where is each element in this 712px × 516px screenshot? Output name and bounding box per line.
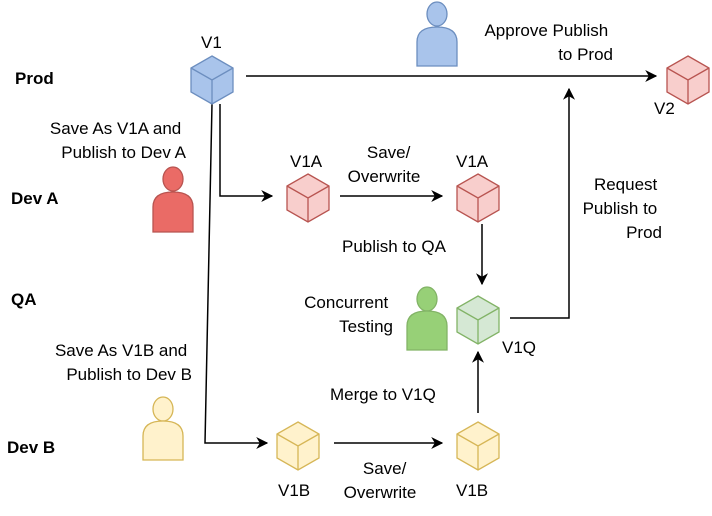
version-label-v1b-second: V1B [456,481,488,500]
lane-label-dev-b: Dev B [7,438,55,457]
cube-v1b-first [276,421,320,471]
cube-v1 [190,55,234,105]
annotation-save-overwrite-a: Save/ Overwrite [348,143,421,186]
cube-v1a-first [286,173,330,223]
annotation-save-v1a: Save As V1A and Publish to Dev A [50,119,187,162]
person-approver-icon [416,1,458,67]
cube-v2 [666,55,710,105]
version-label-v1a-first: V1A [290,152,323,171]
edge-v1-to-v1a [219,104,274,202]
cube-v1q [456,295,500,345]
annotation-publish-qa: Publish to QA [342,237,447,256]
annotation-request-publish: Request Publish to Prod [583,175,662,242]
cube-v1b-second [456,421,500,471]
version-label-v1a-second: V1A [456,152,489,171]
lane-label-dev-a: Dev A [11,189,59,208]
annotation-concurrent: Concurrent Testing [304,293,393,336]
version-label-v1q: V1Q [502,338,536,357]
annotation-approve: Approve Publish to Prod [484,21,613,64]
lane-label-qa: QA [11,290,37,309]
version-label-v2: V2 [654,99,675,118]
connectors [204,70,658,449]
cube-v1a-second [456,173,500,223]
person-qa-icon [406,286,448,351]
version-label-v1: V1 [201,33,222,52]
person-dev-a-icon [152,166,194,233]
edge-v1-to-v1b [204,103,269,449]
annotation-save-v1b: Save As V1B and Publish to Dev B [55,341,192,384]
annotation-merge: Merge to V1Q [330,385,436,404]
edge-v1q-to-prod [510,87,575,319]
person-dev-b-icon [142,396,184,461]
lane-label-prod: Prod [15,69,54,88]
annotation-save-overwrite-b: Save/ Overwrite [344,459,417,502]
version-label-v1b-first: V1B [278,481,310,500]
